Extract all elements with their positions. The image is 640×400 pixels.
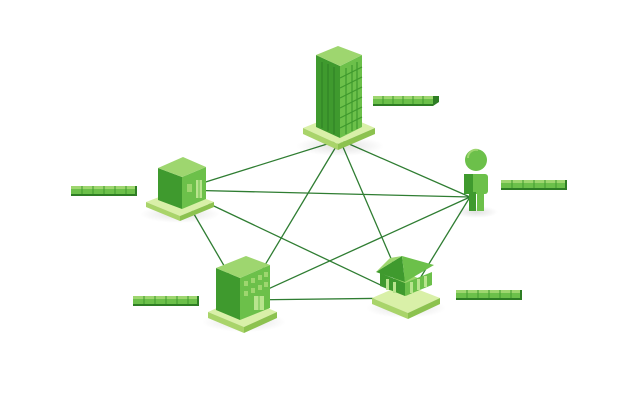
office-tower-node <box>296 46 384 156</box>
label-plate-office <box>133 296 199 306</box>
office-building-icon <box>216 256 270 320</box>
connection-line-person-office <box>243 196 471 301</box>
office-building-node <box>202 256 286 333</box>
label-plate-bank <box>456 290 522 300</box>
connection-line-person-house <box>179 189 471 198</box>
office-tower-icon <box>316 46 363 138</box>
house-node <box>140 157 220 223</box>
person-node <box>454 148 498 218</box>
label-plate-person <box>501 180 567 190</box>
label-plate-tower <box>373 96 439 106</box>
house-icon <box>158 157 206 209</box>
person-icon <box>464 148 488 211</box>
bank-icon <box>376 256 434 296</box>
bank-node <box>366 256 446 319</box>
connection-line-bank-house <box>179 189 409 299</box>
label-plate-house <box>71 186 137 196</box>
